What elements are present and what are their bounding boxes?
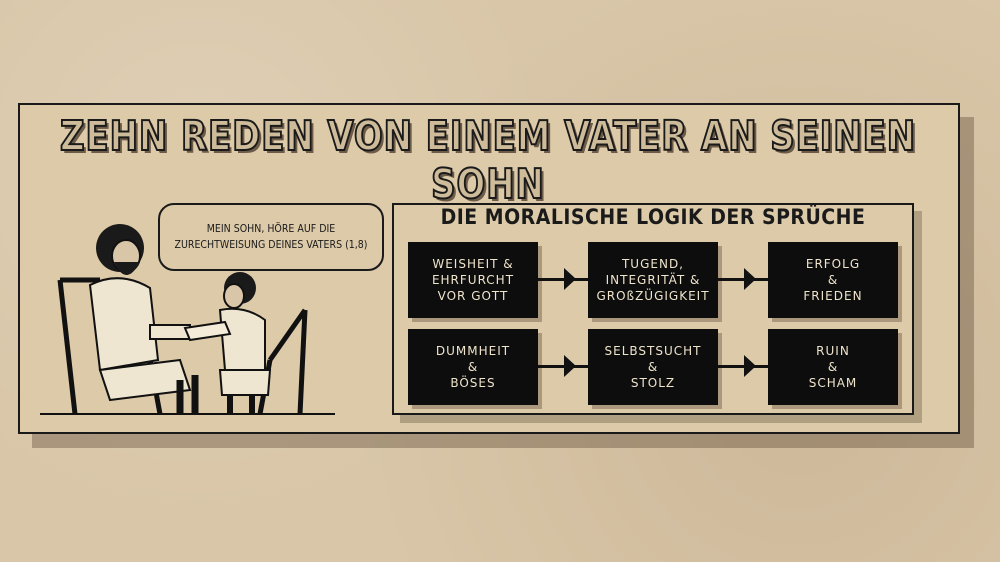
- father-son-illustration: [40, 224, 335, 415]
- box-selfishness: SELBSTSUCHT & STOLZ: [588, 329, 718, 405]
- box-virtue: TUGEND, INTEGRITÄT & GROßZÜGIGKEIT: [588, 242, 718, 318]
- diagram-title: DIE MORALISCHE LOGIK DER SPRÜCHE: [440, 205, 866, 229]
- box-ruin: RUIN & SCHAM: [768, 329, 898, 405]
- arrow-right-icon: [538, 355, 588, 377]
- diagram-panel: [392, 203, 914, 415]
- speech-bubble: MEIN SOHN, HÖRE AUF DIE ZURECHTWEISUNG D…: [158, 203, 384, 271]
- arrow-right-icon: [718, 355, 768, 377]
- box-wisdom: WEISHEIT & EHRFURCHT VOR GOTT: [408, 242, 538, 318]
- box-folly: DUMMHEIT & BÖSES: [408, 329, 538, 405]
- box-success: ERFOLG & FRIEDEN: [768, 242, 898, 318]
- page-title: ZEHN REDEN VON EINEM VATER AN SEINEN SOH…: [59, 111, 917, 209]
- arrow-right-icon: [538, 268, 588, 290]
- arrow-right-icon: [718, 268, 768, 290]
